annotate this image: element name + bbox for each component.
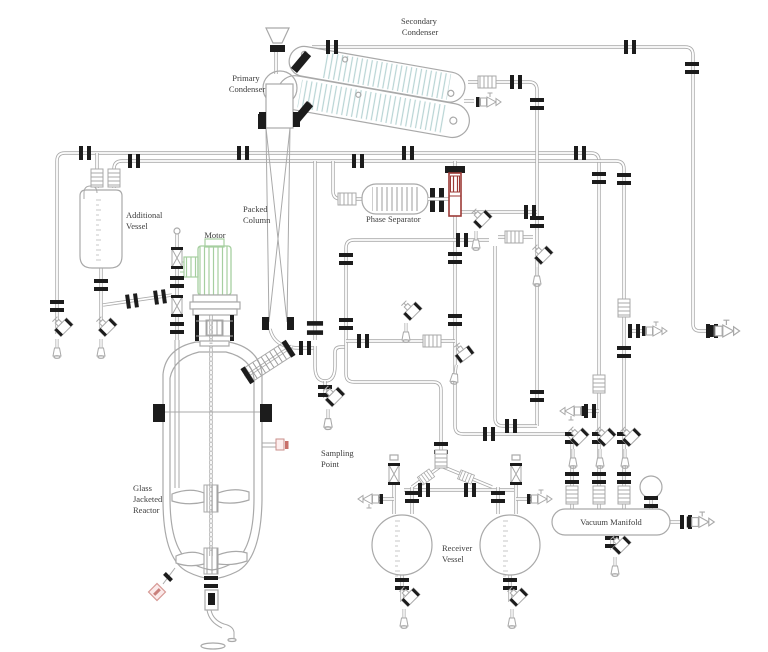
reactor-clamp-icon [153,404,165,422]
vent-valve-icon [641,321,668,337]
valve-icon [170,294,184,318]
sampling-point-label: Sampling Point [321,448,356,469]
additional-vessel-label: Additional Vessel [126,210,164,231]
bellows-icon [617,298,631,318]
impeller [175,547,248,575]
bellows-icon [617,485,631,505]
bellows-icon [565,485,579,505]
primary-condenser [259,27,300,129]
valve-icon [509,462,523,486]
drain-valve-icon [91,311,119,360]
condenser-clamp-icon [290,51,312,73]
impeller [171,484,250,513]
bellows-icon [90,168,104,188]
primary-condenser-label: Primary Condenser [229,73,266,94]
bellows-icon [458,470,475,484]
phase-separator [338,183,449,215]
receiver-vessel-label: Receiver Vessel [442,543,474,564]
receiver-vessel-left [371,514,433,582]
bellows-icon [338,193,356,205]
drain-valve-icon [47,311,75,360]
bellows-icon [434,449,448,469]
secondary-condenser [277,45,470,139]
bellows-icon [107,168,121,188]
reactor-arm-bellows [240,339,296,385]
glass-jacketed-reactor-label: Glass Jacketed Reactor [133,483,164,515]
pink-probe-port [147,567,176,602]
phase-separator-label: Phase Separator [366,214,421,224]
valve-icon [563,421,591,470]
motor-label: Motor [204,230,225,240]
vent-valve-icon [559,405,586,421]
secondary-condenser-label: Secondary Condenser [401,16,439,37]
reactor-clamp-icon [260,404,272,422]
additional-vessel [79,168,123,269]
bellows-icon [478,76,496,88]
dip-tube [174,340,180,488]
receiver-vessel-right [479,514,541,582]
valve-icon [387,462,401,486]
valve-icon [396,295,424,344]
glass-jacketed-reactor [147,320,296,650]
reflux-takeoff-tube-red [445,166,465,217]
packed-column-label: Packed Column [243,204,271,225]
bellows-icon [423,335,441,347]
valve-icon [615,421,643,470]
motor [180,238,241,341]
packed-column [262,127,294,330]
bottom-drain-valve [200,576,237,650]
vacuum-manifold-label: Vacuum Manifold [580,517,642,527]
valve-icon [527,239,555,288]
valve-icon [526,489,553,505]
vacuum-manifold [551,475,671,536]
fittings [47,40,741,630]
vacuum-gauge-bulb [639,475,663,499]
vent-valve-icon [475,92,502,108]
valve-icon [357,493,384,509]
valve-icon [590,421,618,470]
valve-icon [170,246,184,270]
labels: Secondary Condenser Primary Condenser Ad… [126,16,643,564]
pipe-run [313,345,347,383]
pink-side-port [262,438,289,451]
bellows-icon [592,485,606,505]
bellows-icon [505,231,523,243]
motor-stand [195,315,234,341]
valve-icon [444,336,478,388]
bellows-icon [592,374,606,394]
